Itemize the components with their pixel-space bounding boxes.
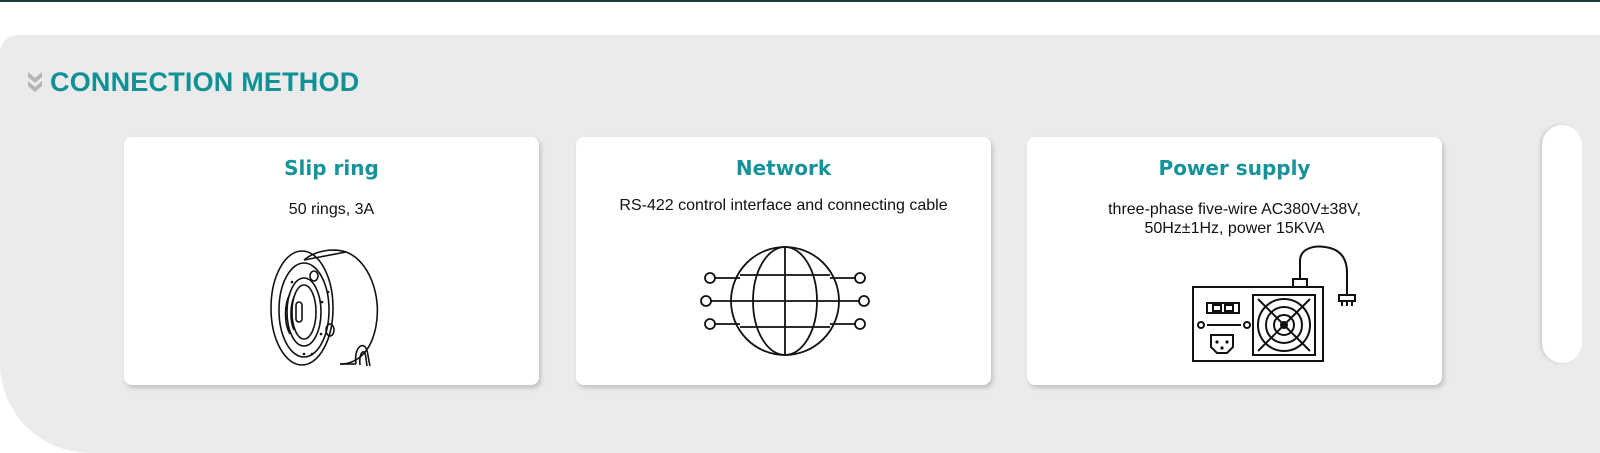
card-network[interactable]: Network RS-422 control interface and con…	[576, 137, 991, 385]
slip-ring-icon	[270, 249, 379, 367]
card-title: Network	[735, 156, 832, 180]
card-title: Power supply	[1158, 156, 1311, 180]
section-title: CONNECTION METHOD	[50, 66, 360, 97]
globe-network-icon	[700, 246, 870, 356]
card-description: three-phase five-wire AC380V±38V, 50Hz±1…	[1108, 201, 1361, 237]
carousel-next-handle[interactable]	[1542, 125, 1582, 363]
card-description: RS-422 control interface and connecting …	[619, 197, 948, 214]
card-slip-ring[interactable]: Slip ring 50 rings, 3A	[124, 137, 539, 385]
card-description: 50 rings, 3A	[288, 201, 375, 218]
double-chevron-down-icon	[28, 72, 42, 92]
top-divider-line	[0, 0, 1600, 2]
section-header: CONNECTION METHOD	[26, 66, 359, 98]
power-supply-unit-icon	[1192, 245, 1356, 362]
card-power-supply[interactable]: Power supply three-phase five-wire AC380…	[1027, 137, 1442, 385]
card-title: Slip ring	[284, 156, 379, 180]
